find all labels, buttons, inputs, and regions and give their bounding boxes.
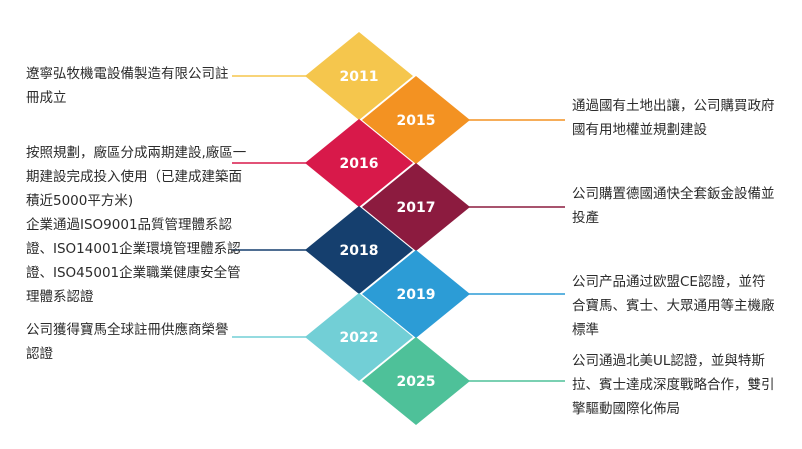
milestone-desc-2022: 公司獲得寶馬全球註冊供應商榮譽認證: [26, 322, 229, 362]
milestone-desc-2016: 按照規劃，廠區分成兩期建設,廠區一期建設完成投入使用（已建成建築面積近5000平…: [26, 145, 247, 209]
year-diamond-2018: [305, 206, 413, 294]
milestone-desc-2017: 公司購置德國通快全套鈑金設備並投產: [572, 186, 775, 226]
year-label-2025: 2025: [397, 374, 436, 390]
year-diamond-2016: [305, 119, 413, 207]
milestone-desc-2019: 公司产品通过欧盟CE認證，並符合寶馬、賓士、大眾通用等主機廠標準: [572, 274, 775, 338]
year-label-2018: 2018: [340, 243, 379, 259]
year-label-2011: 2011: [340, 69, 379, 85]
milestone-desc-2025: 公司通過北美UL認證，並與特斯拉、賓士達成深度戰略合作，雙引擎驅動國際化佈局: [572, 353, 775, 417]
milestone-desc-2015: 通過國有土地出讓，公司購買政府國有用地權並規劃建設: [572, 98, 775, 138]
year-diamond-2015: [362, 76, 470, 164]
milestone-desc-2011: 遼寧弘牧機電設備製造有限公司註冊成立: [26, 66, 229, 106]
year-label-2015: 2015: [397, 113, 436, 129]
year-diamond-2025: [362, 337, 470, 425]
milestone-desc-2018: 企業通過ISO9001品質管理體系認證、ISO14001企業環境管理體系認證、I…: [26, 217, 241, 305]
year-label-2019: 2019: [397, 287, 436, 303]
year-diamond-2022: [305, 293, 413, 381]
year-diamond-2017: [362, 163, 470, 251]
year-label-2022: 2022: [340, 330, 379, 346]
year-diamond-2011: [305, 32, 413, 120]
year-label-2016: 2016: [340, 156, 379, 172]
year-diamond-2019: [362, 250, 470, 338]
year-label-2017: 2017: [397, 200, 436, 216]
